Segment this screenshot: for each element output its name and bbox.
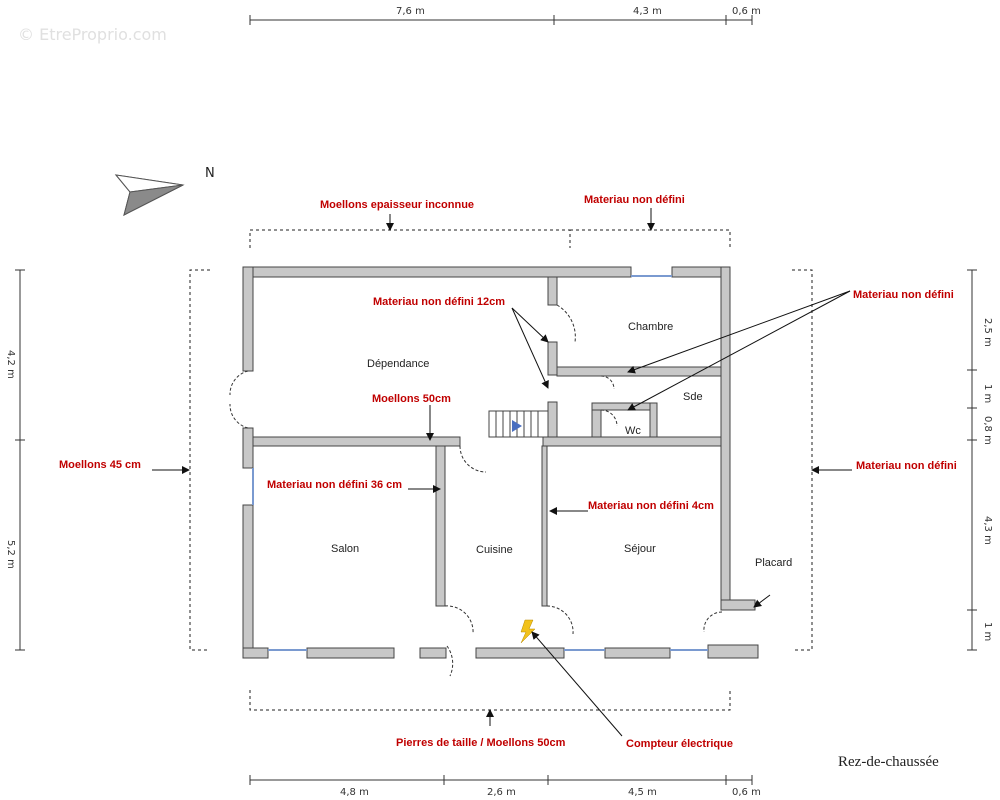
windows [252, 275, 708, 651]
stairs [488, 410, 549, 438]
annotation-materiau-right-top: Materiau non défini [853, 289, 954, 301]
left-dimension: 4,2 m 5,2 m [5, 269, 25, 651]
room-placard: Placard [755, 557, 792, 569]
watermark: © EtreProprio.com [18, 25, 167, 44]
annotation-arrows [152, 208, 852, 737]
doors [229, 304, 723, 677]
annotation-moellons-inconnue: Moellons epaisseur inconnue [320, 199, 474, 211]
annotation-materiau-36cm: Materiau non défini 36 cm [267, 479, 402, 491]
right-dimension: 2,5 m 1 m 0,8 m 4,3 m 1 m [967, 269, 993, 651]
annotation-materiau-right: Materiau non défini [856, 460, 957, 472]
annotation-moellons-50: Moellons 50cm [372, 393, 451, 405]
dim-bottom-4: 0,6 m [732, 787, 761, 798]
room-cuisine: Cuisine [476, 544, 513, 556]
dim-top-2: 4,3 m [633, 6, 662, 17]
dim-bottom-2: 2,6 m [487, 787, 516, 798]
dim-right-3: 0,8 m [982, 416, 993, 445]
electric-meter-icon [520, 619, 536, 644]
annotation-moellons-45: Moellons 45 cm [59, 459, 141, 471]
walls [242, 266, 759, 659]
dim-right-4: 4,3 m [982, 516, 993, 545]
floor-label: Rez-de-chaussée [838, 754, 939, 770]
dim-right-2: 1 m [982, 384, 993, 403]
room-labels: Dépendance Chambre Sde Wc Salon Cuisine … [331, 321, 792, 569]
north-arrow-icon: N [114, 166, 215, 216]
dim-right-5: 1 m [982, 622, 993, 641]
dim-right-1: 2,5 m [982, 318, 993, 347]
north-label: N [205, 166, 215, 181]
dim-left-2: 5,2 m [5, 540, 16, 569]
room-dependance: Dépendance [367, 358, 429, 370]
dim-bottom-3: 4,5 m [628, 787, 657, 798]
annotation-compteur: Compteur électrique [626, 738, 733, 750]
stair-direction-icon [512, 420, 522, 432]
room-chambre: Chambre [628, 321, 673, 333]
annotation-pierres: Pierres de taille / Moellons 50cm [396, 737, 566, 749]
dim-bottom-1: 4,8 m [340, 787, 369, 798]
dim-left-1: 4,2 m [5, 350, 16, 379]
room-salon: Salon [331, 543, 359, 555]
room-wc: Wc [625, 425, 641, 437]
top-dimension: 7,6 m 4,3 m 0,6 m [249, 6, 761, 25]
bottom-dimension: 4,8 m 2,6 m 4,5 m 0,6 m [249, 775, 761, 798]
dim-top-3: 0,6 m [732, 6, 761, 17]
annotation-materiau-12cm: Materiau non défini 12cm [373, 296, 505, 308]
annotation-materiau-4cm: Materiau non défini 4cm [588, 500, 714, 512]
room-sde: Sde [683, 391, 703, 403]
annotation-materiau-top: Materiau non défini [584, 194, 685, 206]
room-sejour: Séjour [624, 543, 656, 555]
dim-top-1: 7,6 m [396, 6, 425, 17]
annotation-labels: Moellons epaisseur inconnue Materiau non… [59, 194, 957, 750]
